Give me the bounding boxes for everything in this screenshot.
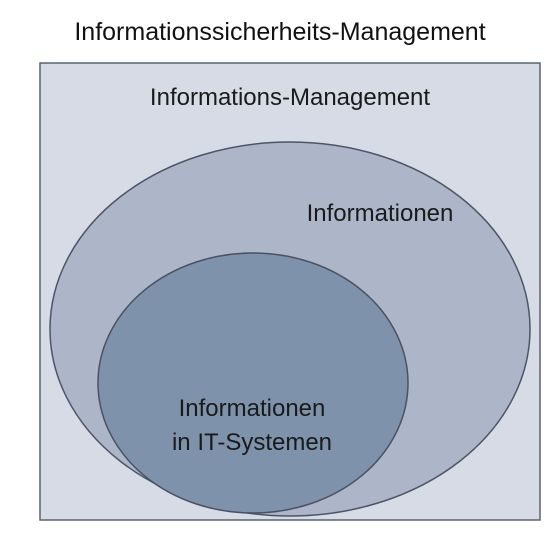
diagram-title: Informationssicherheits-Management [74, 18, 486, 46]
information-management-label: Informations-Management [149, 84, 431, 111]
it-systems-label-line2: in IT-Systemen [171, 429, 333, 456]
it-systems-label: Informationen in IT-Systemen [142, 392, 362, 460]
information-label: Informationen [306, 200, 454, 227]
it-systems-label-line1: Informationen [178, 395, 326, 422]
it-systems-ellipse [97, 252, 409, 514]
